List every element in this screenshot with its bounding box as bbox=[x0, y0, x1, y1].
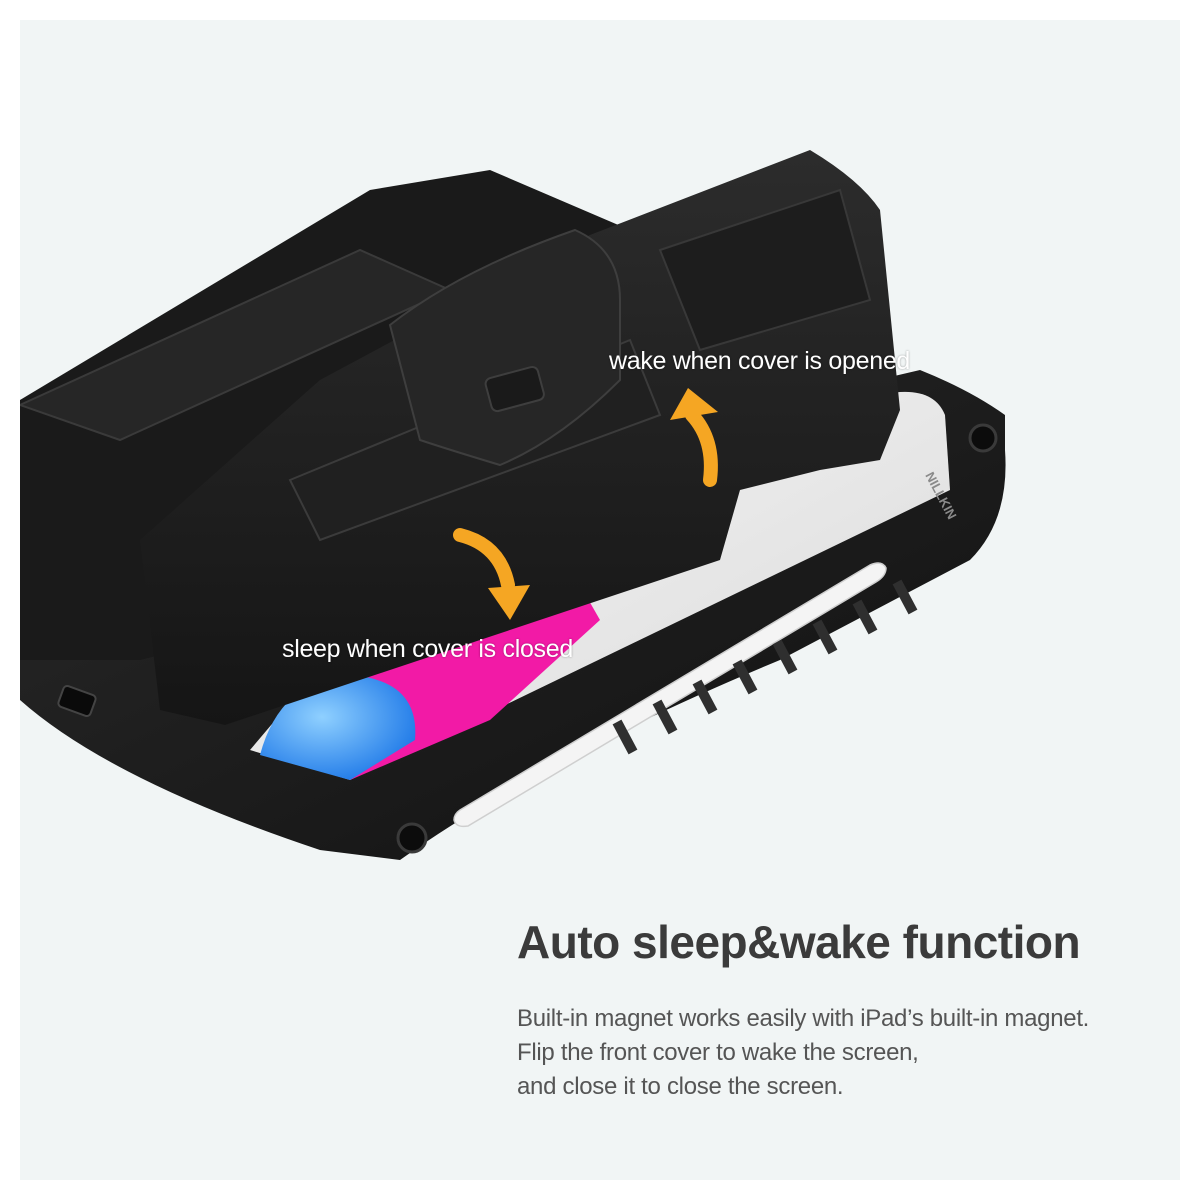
product-image-frame: NILLKIN wake when cover is opened sleep … bbox=[20, 20, 1180, 1180]
arrow-down-head bbox=[488, 585, 530, 620]
description-line-3: and close it to close the screen. bbox=[517, 1073, 844, 1100]
description: Built-in magnet works easily with iPad’s… bbox=[517, 1002, 1089, 1104]
bumper-ridges bbox=[612, 579, 918, 755]
ipad-case-illustration: NILLKIN bbox=[20, 150, 1006, 860]
port-cutout bbox=[57, 684, 97, 718]
corner-hole-right bbox=[968, 423, 998, 453]
corner-hole-bottom bbox=[396, 822, 428, 854]
description-line-2: Flip the front cover to wake the screen, bbox=[517, 1039, 919, 1066]
headline: Auto sleep&wake function bbox=[517, 916, 1081, 968]
wallpaper-blue bbox=[260, 675, 416, 780]
strap-clip bbox=[484, 365, 545, 413]
arrow-up-head bbox=[670, 388, 718, 420]
cover-fold-line-right bbox=[658, 188, 872, 352]
arrow-up-icon bbox=[685, 408, 718, 487]
sleep-callout: sleep when cover is closed bbox=[282, 635, 573, 663]
pencil-holder-strap bbox=[388, 228, 621, 467]
description-line-1: Built-in magnet works easily with iPad’s… bbox=[517, 1005, 1090, 1032]
arrow-down-icon bbox=[453, 528, 515, 592]
stylus bbox=[453, 562, 887, 828]
wake-callout: wake when cover is opened bbox=[609, 347, 911, 375]
